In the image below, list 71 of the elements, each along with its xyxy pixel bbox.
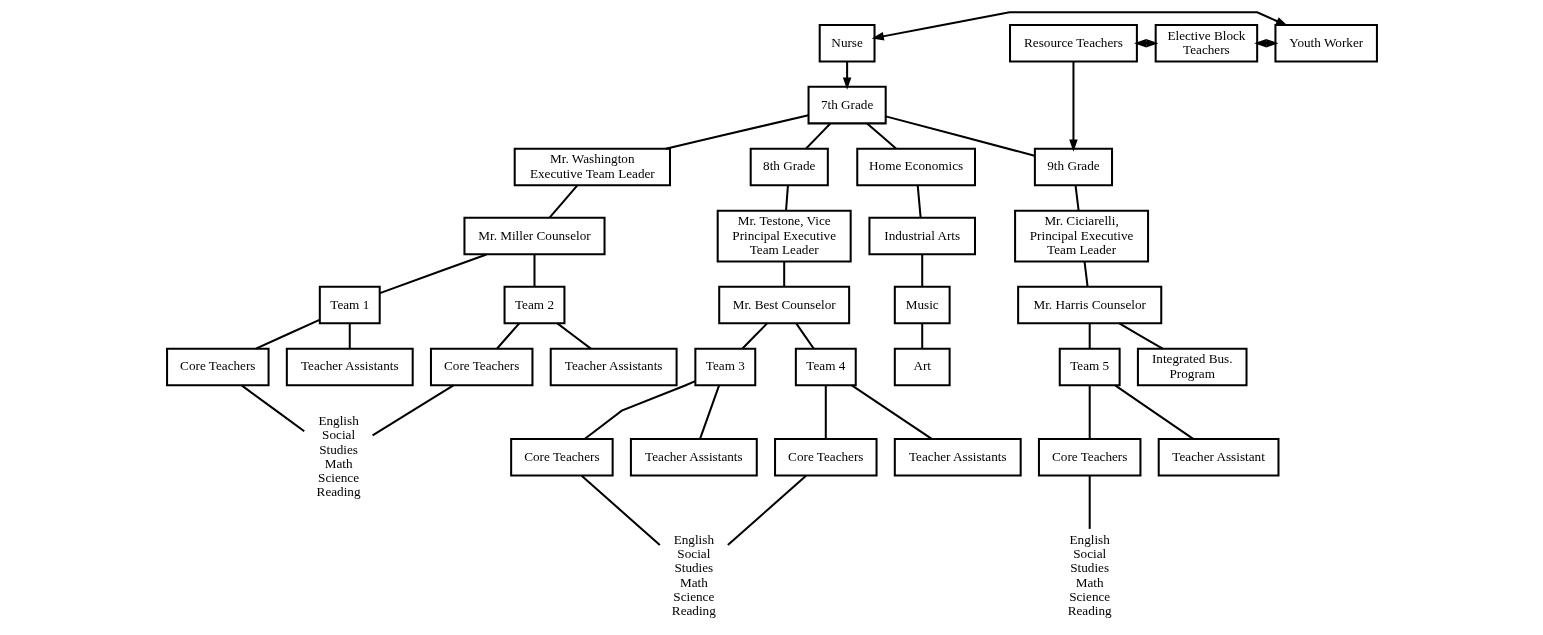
connector — [804, 122, 831, 150]
connector — [371, 384, 454, 437]
connector — [850, 384, 932, 440]
connector — [1088, 385, 1091, 439]
connector — [741, 322, 768, 350]
node-box: Core Teachers — [1037, 438, 1141, 477]
connector — [348, 323, 351, 349]
connector — [1118, 322, 1163, 350]
node-box: Art — [893, 347, 951, 387]
node-box: Teacher Assistants — [285, 347, 414, 387]
node-box: Mr. Miller Counselor — [462, 216, 606, 256]
connector — [665, 114, 809, 150]
node-box: Team 1 — [318, 285, 381, 325]
node-box: Mr. Washington Executive Team Leader — [513, 147, 671, 187]
connector — [784, 185, 789, 211]
connector — [698, 385, 720, 440]
connector — [583, 380, 696, 440]
connector — [920, 323, 923, 349]
connector — [240, 384, 305, 432]
connector — [824, 385, 827, 439]
node-box: Home Economics — [855, 147, 976, 187]
connector — [920, 254, 923, 287]
connector — [556, 322, 591, 350]
connector — [495, 322, 520, 350]
connector — [794, 322, 814, 350]
connector — [1088, 476, 1091, 529]
node-box: Mr. Ciciarelli, Principal Executive Team Leader — [1013, 209, 1149, 263]
connector — [580, 475, 660, 546]
node-box: Music — [893, 285, 951, 325]
node-text: English Social Studies Math Science Reading — [671, 532, 716, 619]
node-box: Team 3 — [693, 347, 756, 387]
connector — [1074, 185, 1080, 211]
node-box: Mr. Best Counselor — [717, 285, 850, 325]
node-box: 8th Grade — [749, 147, 829, 187]
node-box: Team 4 — [794, 347, 857, 387]
connector — [885, 115, 1035, 157]
node-box: Teacher Assistant — [1157, 438, 1279, 477]
connector — [726, 475, 807, 546]
node-box: Core Teachers — [429, 347, 533, 387]
node-box: Teacher Assistants — [893, 438, 1022, 477]
connector — [379, 253, 487, 295]
node-box: Team 5 — [1058, 347, 1121, 387]
connector — [782, 261, 785, 287]
node-box: 7th Grade — [807, 85, 887, 125]
node-box: Core Teachers — [509, 438, 614, 477]
node-box: Youth Worker — [1273, 23, 1378, 63]
connector — [1088, 323, 1091, 349]
node-box: Core Teachers — [773, 438, 878, 477]
node-box: Teacher Assistants — [629, 438, 758, 477]
node-box: Mr. Harris Counselor — [1016, 285, 1162, 325]
node-text: English Social Studies Math Science Reading — [1067, 532, 1112, 619]
connector — [865, 122, 897, 150]
connector — [1083, 261, 1089, 287]
connector — [255, 318, 320, 350]
node-box: Team 2 — [503, 285, 565, 325]
node-box: Mr. Testone, Vice Principal Executive Team Leader — [716, 209, 852, 263]
node-box: Resource Teachers — [1008, 23, 1138, 63]
arrow — [871, 11, 1288, 41]
connector — [532, 254, 535, 287]
connector — [916, 185, 922, 218]
node-box: Core Teachers — [165, 347, 270, 387]
node-box: Nurse — [818, 23, 876, 63]
connector — [1114, 384, 1194, 440]
node-box: 9th Grade — [1033, 147, 1113, 187]
connector — [548, 184, 578, 218]
node-box: Integrated Bus. Program — [1136, 347, 1248, 387]
arrow — [1068, 61, 1078, 152]
node-box: Elective Block Teachers — [1154, 23, 1258, 63]
node-box: Teacher Assistants — [549, 347, 678, 387]
node-box: Industrial Arts — [867, 216, 976, 256]
node-text: English Social Studies Math Science Reading — [316, 413, 361, 500]
